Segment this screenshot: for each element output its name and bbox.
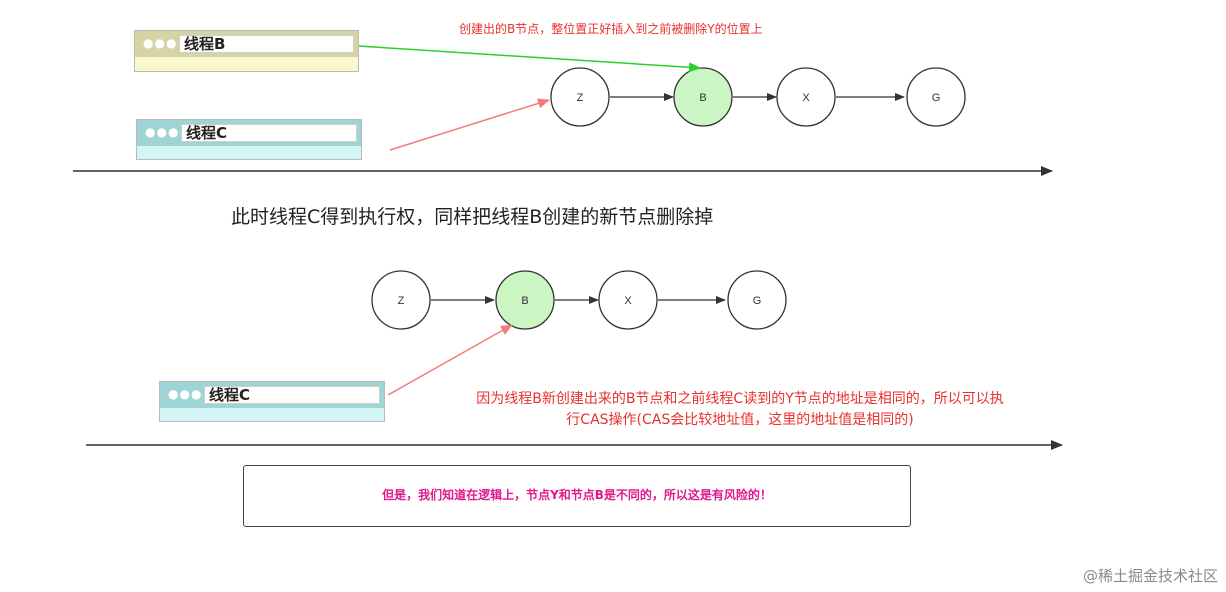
thread-c-titlebar-1: ●●● 线程C xyxy=(137,120,361,146)
node-1-g: G xyxy=(906,67,966,127)
node-1-z: Z xyxy=(550,67,610,127)
arrow-thread-c-to-node-b xyxy=(387,324,513,396)
cas-explanation: 因为线程B新创建出来的B节点和之前线程C读到的Y节点的地址是相同的，所以可以执 … xyxy=(430,389,1050,431)
watermark: @稀土掘金技术社区 xyxy=(1082,567,1218,585)
thread-b-window: ●●● 线程B xyxy=(134,30,359,72)
thread-c-window-2: ●●● 线程C xyxy=(159,381,385,422)
node-1-b-label: B xyxy=(699,92,706,104)
node-1-x-label: X xyxy=(802,92,810,104)
cas-explanation-line-2: 行CAS操作(CAS会比较地址值，这里的地址值是相同的) xyxy=(566,412,914,428)
section-heading: 此时线程C得到执行权，同样把线程B创建的新节点删除掉 xyxy=(231,206,714,228)
thread-b-body xyxy=(135,57,358,71)
thread-c-titlebar-2: ●●● 线程C xyxy=(160,382,384,408)
thread-c-body-2 xyxy=(160,408,384,421)
insert-note: 创建出的B节点，整位置正好插入到之前被删除Y的位置上 xyxy=(459,22,763,36)
node-2-z: Z xyxy=(371,270,431,330)
warning-text: 但是，我们知道在逻辑上，节点Y和节点B是不同的，所以这是有风险的！ xyxy=(382,488,772,502)
thread-c-window-1: ●●● 线程C xyxy=(136,119,362,160)
node-1-g-label: G xyxy=(932,92,941,104)
warning-box: 但是，我们知道在逻辑上，节点Y和节点B是不同的，所以这是有风险的！ xyxy=(243,465,911,527)
node-2-z-label: Z xyxy=(398,295,405,307)
node-1-x: X xyxy=(776,67,836,127)
node-2-x-label: X xyxy=(624,295,632,307)
node-2-g-label: G xyxy=(753,295,762,307)
window-dots-icon: ●●● xyxy=(168,387,203,401)
node-1-z-label: Z xyxy=(577,92,584,104)
window-dots-icon: ●●● xyxy=(143,36,178,50)
thread-c-label-2: 线程C xyxy=(204,386,380,404)
thread-c-label-1: 线程C xyxy=(181,124,357,142)
node-2-b: B xyxy=(495,270,555,330)
node-2-b-label: B xyxy=(521,295,528,307)
arrow-thread-b-to-node-b xyxy=(357,45,701,73)
thread-b-titlebar: ●●● 线程B xyxy=(135,31,358,57)
cas-explanation-line-1: 因为线程B新创建出来的B节点和之前线程C读到的Y节点的地址是相同的，所以可以执 xyxy=(476,391,1004,407)
window-dots-icon: ●●● xyxy=(145,125,180,139)
thread-b-label: 线程B xyxy=(179,35,354,53)
arrow-thread-c-to-node-z xyxy=(389,98,550,151)
node-2-x: X xyxy=(598,270,658,330)
node-2-g: G xyxy=(727,270,787,330)
node-1-b: B xyxy=(673,67,733,127)
thread-c-body-1 xyxy=(137,146,361,159)
